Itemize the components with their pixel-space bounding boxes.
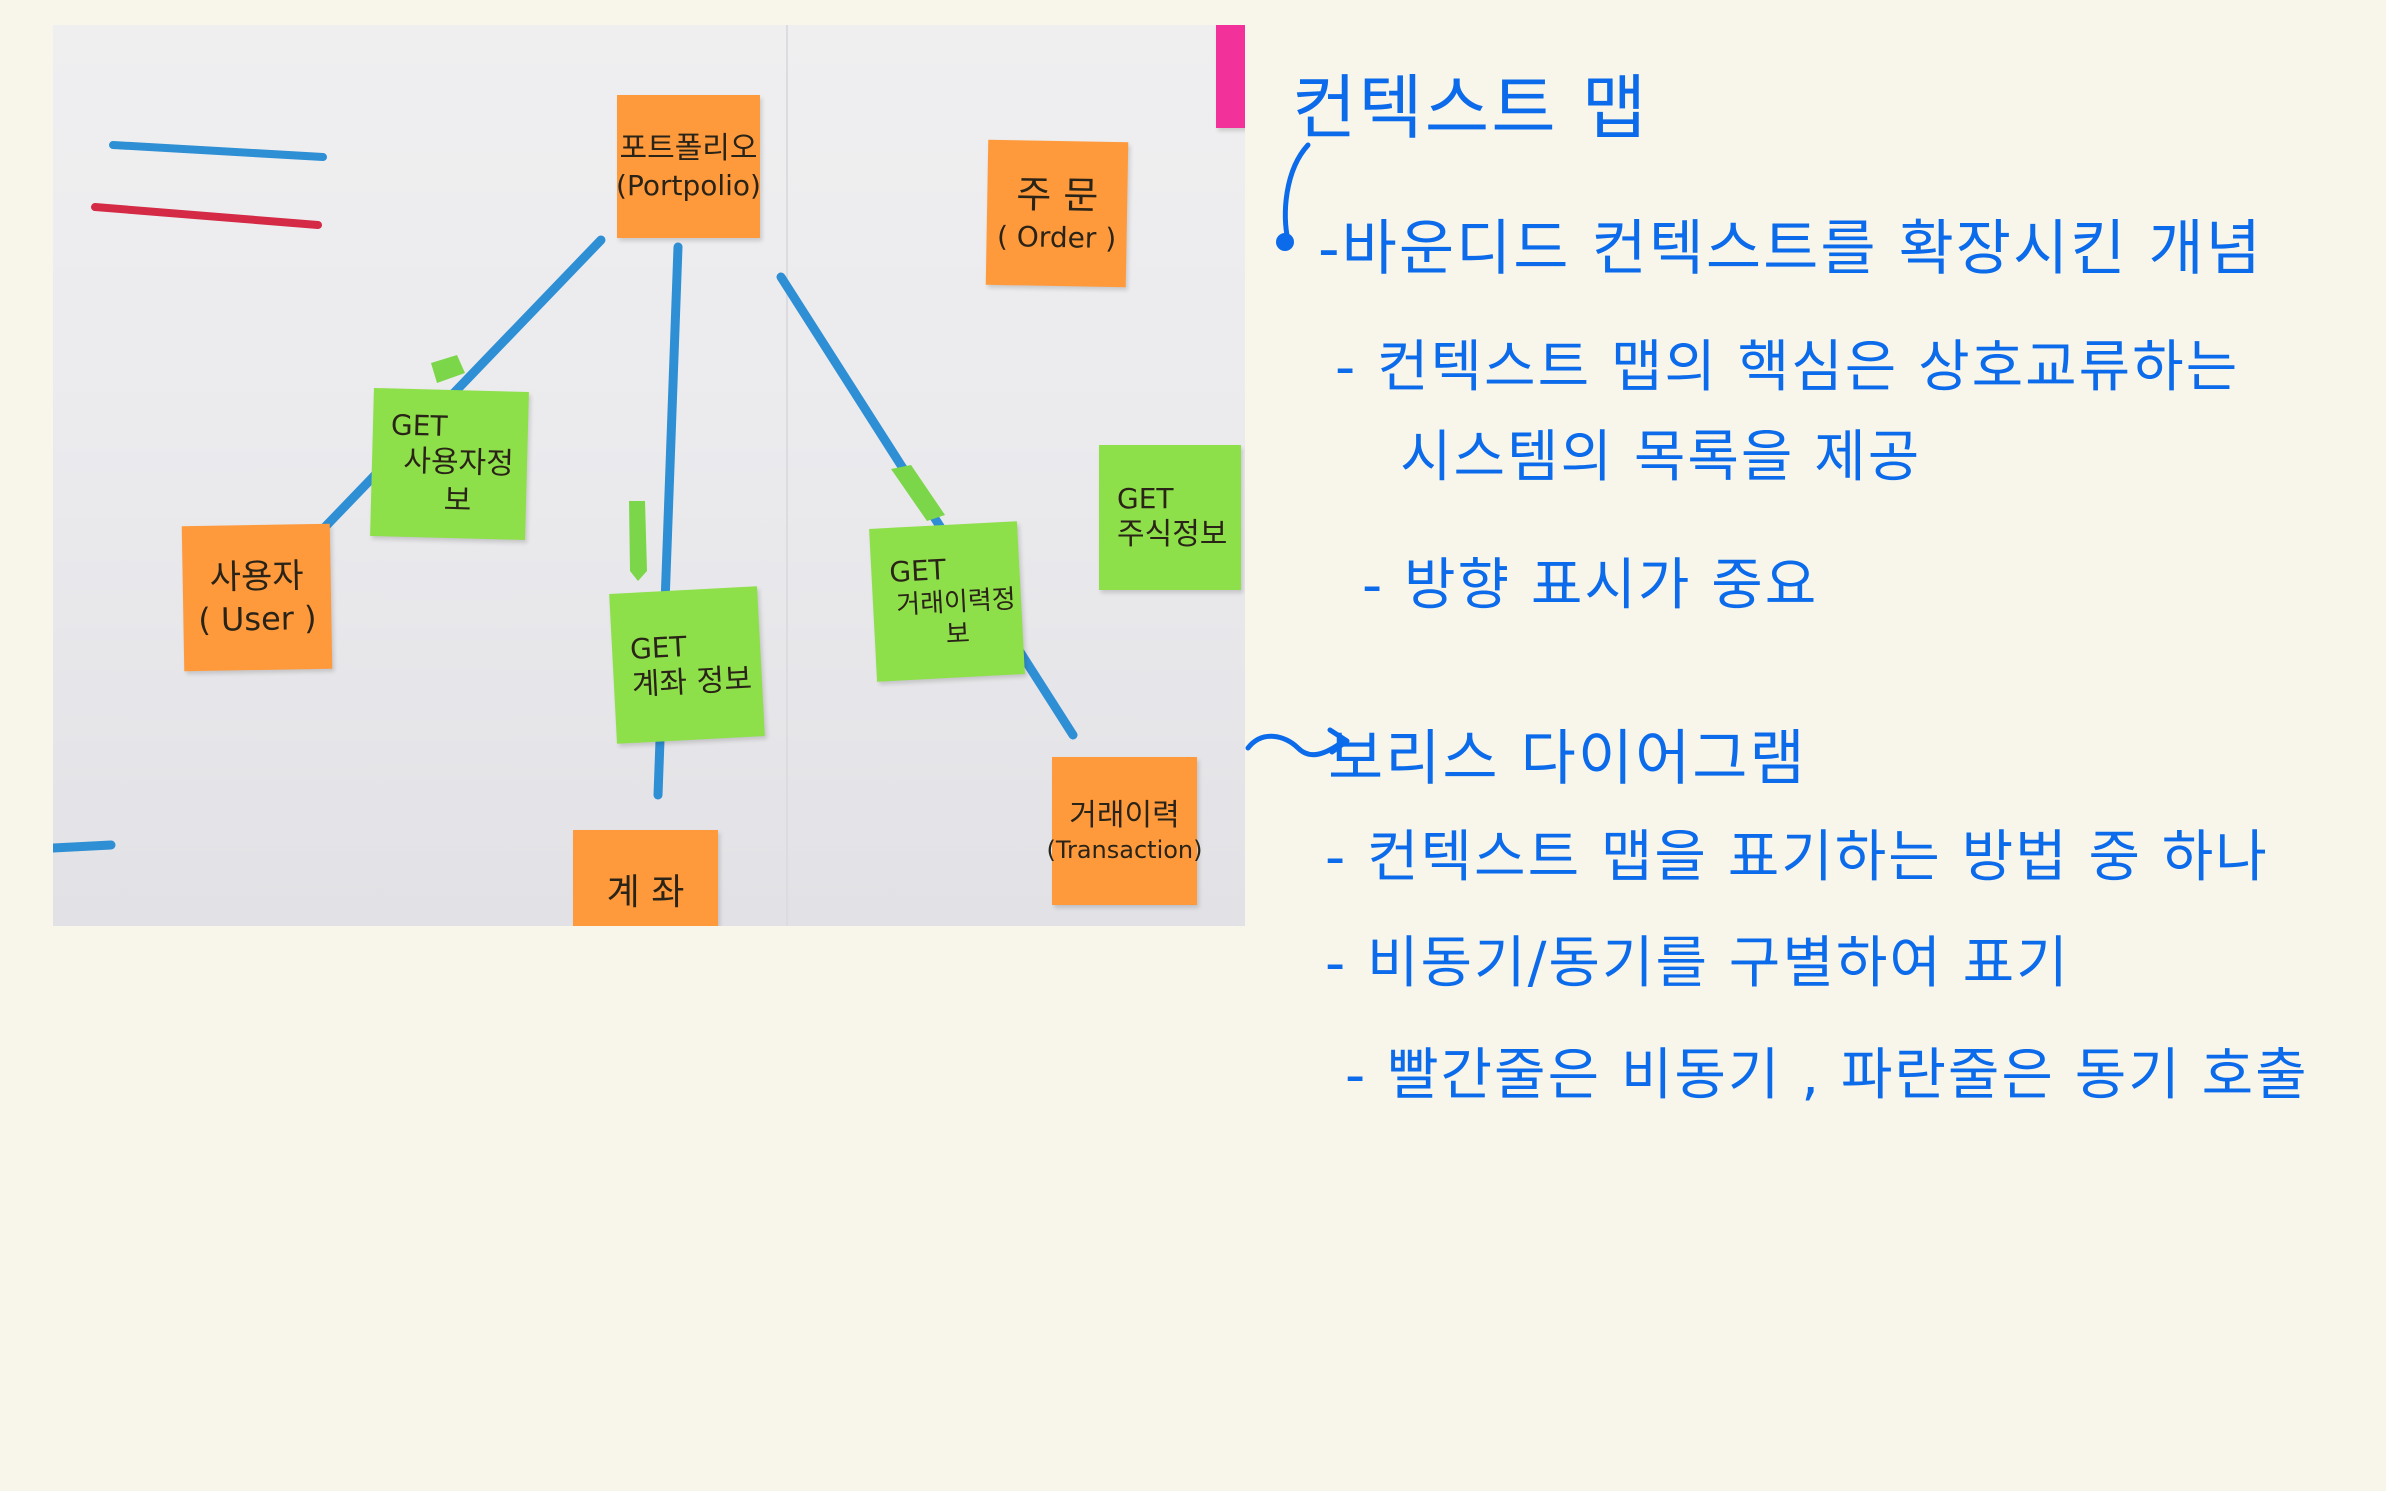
notes-item2-sub1: - 컨텍스트 맵을 표기하는 방법 중 하나 (1325, 825, 2269, 890)
whiteboard-photo: 포트폴리오 (Portpolio) 주 문 ( Order ) GET 사용자정… (53, 25, 1245, 926)
note-get-stock-info: GET 주식정보 (1099, 445, 1241, 590)
notes-item1-sub2: - 방향 표시가 중요 (1362, 553, 1819, 618)
notes-title: 컨텍스트 맵 (1292, 67, 1649, 149)
note-get-stock-info-method: GET (1117, 482, 1174, 516)
note-account: 계 좌 (573, 830, 718, 926)
legend-blue-line (109, 141, 327, 161)
legend-red-line (91, 203, 322, 229)
paper-seam (786, 25, 788, 926)
note-transaction: 거래이력 (Transaction) (1046, 757, 1203, 905)
bullet-dot-icon (1276, 233, 1294, 251)
notes-item1-sub1-line1: - 컨텍스트 맵의 핵심은 상호교류하는 (1335, 335, 2240, 400)
notes-item1: -바운디드 컨텍스트를 확장시킨 개념 (1318, 214, 2263, 284)
note-account-title: 계 좌 (606, 872, 685, 913)
notes-heading2: 보리스 다이어그램 (1328, 724, 1807, 794)
note-portfolio-subtitle: (Portpolio) (616, 168, 761, 202)
note-get-stock-info-label: 주식정보 (1117, 517, 1228, 553)
notes-item2-sub3: - 빨간줄은 비동기 , 파란줄은 동기 호출 (1345, 1043, 2309, 1108)
arrow-marker-account (629, 501, 647, 581)
note-transaction-title: 거래이력 (1069, 798, 1180, 834)
curly-arrow-icon (1245, 727, 1350, 758)
bracket-arrow-icon (1282, 142, 1311, 243)
notes-item1-sub1-line2: 시스템의 목록을 제공 (1400, 425, 1922, 490)
arrow-marker-transaction (891, 465, 945, 521)
note-portfolio-title: 포트폴리오 (619, 131, 758, 167)
arrow-marker-user (431, 355, 465, 383)
note-pink-edge (1216, 25, 1245, 128)
note-portfolio: 포트폴리오 (Portpolio) (616, 95, 761, 238)
notes-item2-sub2: - 비동기/동기를 구별하여 표기 (1325, 931, 2070, 996)
line-bottom-left (53, 840, 116, 853)
note-transaction-subtitle: (Transaction) (1046, 835, 1203, 864)
